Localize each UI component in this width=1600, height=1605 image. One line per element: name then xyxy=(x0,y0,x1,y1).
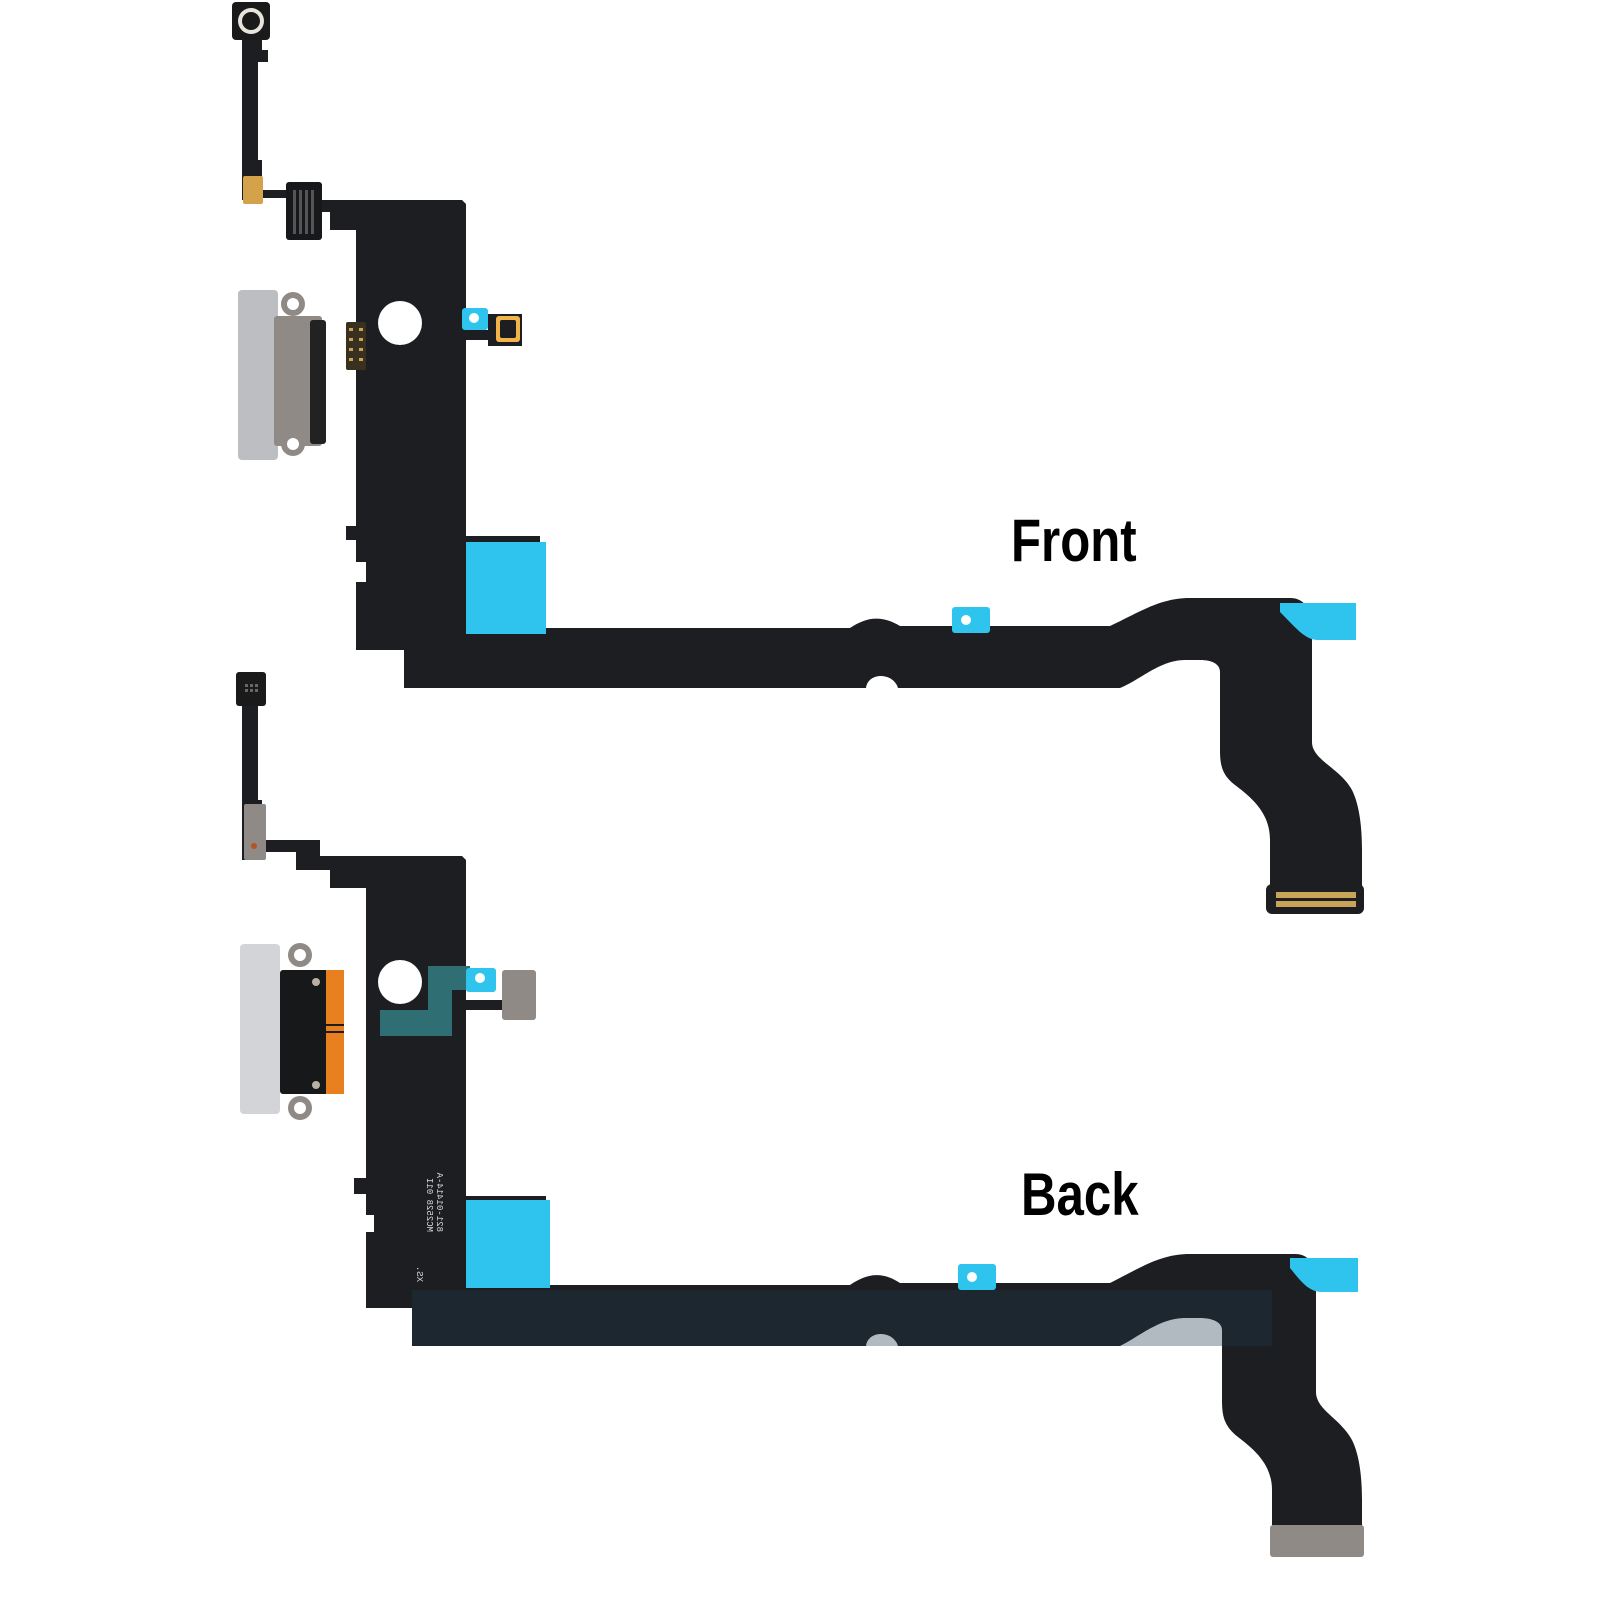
back-end-stiffener xyxy=(1270,1525,1364,1557)
front-flex-body xyxy=(242,50,1362,895)
print-line-3: XS. xyxy=(414,1265,424,1282)
front-label: Front xyxy=(1011,507,1137,574)
back-mount-hole xyxy=(378,960,422,1004)
back-side-metal-pad xyxy=(502,970,536,1020)
back-metal-stiffener xyxy=(244,804,266,860)
back-flex-body xyxy=(242,678,1362,1555)
back-label: Back xyxy=(1021,1161,1139,1228)
front-gold-pad xyxy=(243,176,263,204)
back-teal-tape xyxy=(380,966,470,1036)
back-view xyxy=(236,672,1364,1557)
front-end-connector xyxy=(1266,884,1364,914)
back-charging-port-shield xyxy=(280,970,332,1094)
print-line-2: MC2528 01I xyxy=(424,1177,434,1232)
front-adhesive-right xyxy=(1280,603,1356,640)
front-mount-hole xyxy=(378,301,422,345)
front-charging-port-housing xyxy=(238,290,278,460)
front-view xyxy=(232,2,1364,914)
back-adhesive-large xyxy=(466,1200,550,1288)
print-line-1: 821-01414-A xyxy=(434,1172,444,1232)
front-b2b-connector xyxy=(286,182,322,240)
back-adhesive-right xyxy=(1290,1258,1358,1292)
front-adhesive-large xyxy=(466,542,546,634)
back-printed-marking: 821-01414-A MC2528 01I XS. xyxy=(414,1173,446,1318)
back-charging-port-housing xyxy=(240,944,280,1114)
